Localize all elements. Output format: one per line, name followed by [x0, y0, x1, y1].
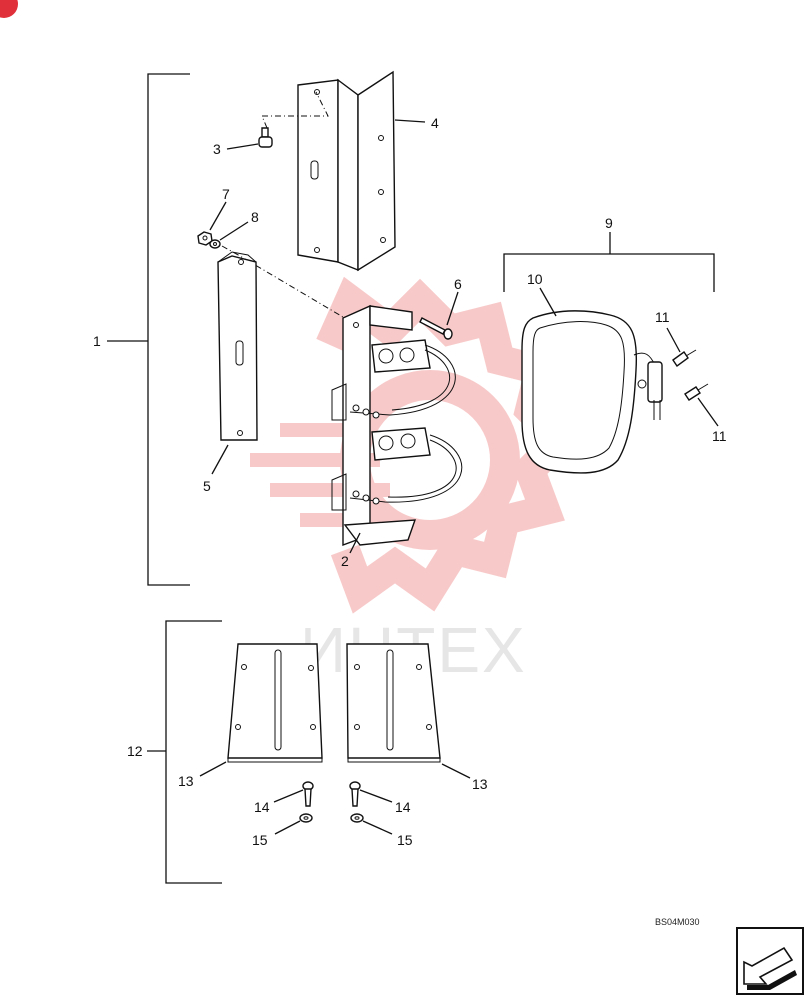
- part-11-screw-lower: [684, 383, 709, 401]
- label-13b: 13: [472, 776, 488, 792]
- label-15b: 15: [397, 832, 413, 848]
- label-12: 12: [127, 743, 143, 759]
- dashdot-3-to-4: [261, 91, 329, 129]
- label-14b: 14: [395, 799, 411, 815]
- leader-13b: [441, 763, 471, 779]
- leader-5: [211, 444, 229, 475]
- leader-15b: [362, 820, 393, 835]
- label-14a: 14: [254, 799, 270, 815]
- leader-4: [394, 119, 426, 123]
- part-6-pin: [419, 317, 453, 340]
- label-5: 5: [203, 478, 211, 494]
- label-7: 7: [222, 186, 230, 202]
- leader-15a: [274, 820, 301, 835]
- bracket-9: [503, 253, 715, 292]
- label-11b: 11: [712, 428, 727, 444]
- label-13a: 13: [178, 773, 194, 789]
- part-15-washer-right: [350, 813, 364, 823]
- part-5-plate: [217, 251, 258, 441]
- part-11-screw-upper: [672, 349, 697, 367]
- label-8: 8: [251, 209, 259, 225]
- label-4: 4: [431, 115, 439, 131]
- part-2-extinguisher-bracket: [331, 304, 463, 547]
- leader-2: [349, 532, 361, 554]
- part-10-mirror: [521, 310, 663, 474]
- back-arrow-icon[interactable]: [736, 927, 804, 995]
- leader-14b: [359, 789, 393, 803]
- leader-14a: [273, 789, 304, 803]
- part-14-bolt-left: [302, 781, 314, 807]
- part-13-plate-right: [346, 643, 441, 763]
- bracket-12: [165, 620, 222, 884]
- label-6: 6: [454, 276, 462, 292]
- leader-6: [446, 291, 459, 326]
- label-9: 9: [605, 215, 613, 231]
- leader-3: [226, 143, 259, 150]
- part-13-plate-left: [227, 643, 323, 763]
- part-3-bolt: [258, 127, 273, 148]
- part-15-washer-left: [299, 813, 313, 823]
- label-3: 3: [213, 141, 221, 157]
- label-11a: 11: [655, 309, 670, 325]
- bracket-1: [147, 73, 190, 586]
- label-10: 10: [527, 271, 543, 287]
- drawing-code: BS04M030: [655, 917, 700, 927]
- dashdot-8-to-2: [221, 245, 349, 321]
- leader-11b: [697, 397, 719, 427]
- part-14-bolt-right: [349, 781, 361, 807]
- corner-badge: [0, 0, 18, 18]
- label-1: 1: [93, 333, 101, 349]
- part-8-washer: [209, 239, 221, 249]
- leader-11a: [666, 327, 681, 353]
- leader-7: [209, 201, 227, 231]
- leader-8: [219, 221, 249, 241]
- label-2: 2: [341, 553, 349, 569]
- label-15a: 15: [252, 832, 268, 848]
- leader-13a: [199, 761, 227, 777]
- leader-10: [539, 287, 557, 317]
- part-4-angle-bracket: [297, 70, 396, 272]
